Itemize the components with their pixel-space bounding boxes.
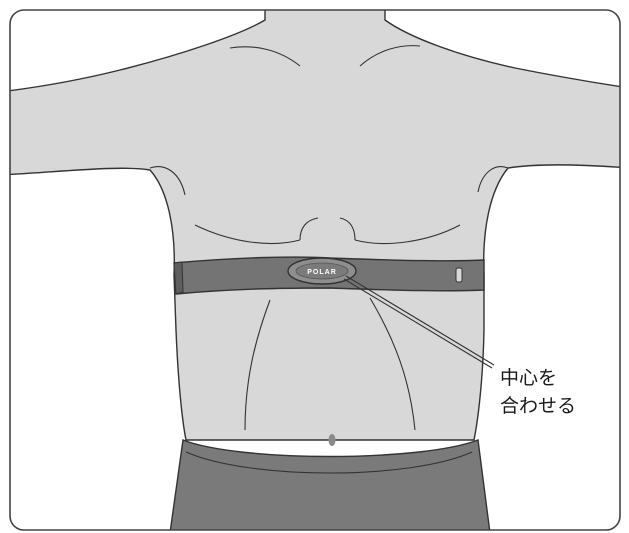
belly-button [329,434,336,446]
callout-label-line2: 合わせる [500,395,576,417]
strap-left-buckle [174,262,183,294]
strap-right-slot [456,268,462,282]
callout-label-line1: 中心を [500,367,557,389]
polar-logo: POLAR [307,269,337,276]
